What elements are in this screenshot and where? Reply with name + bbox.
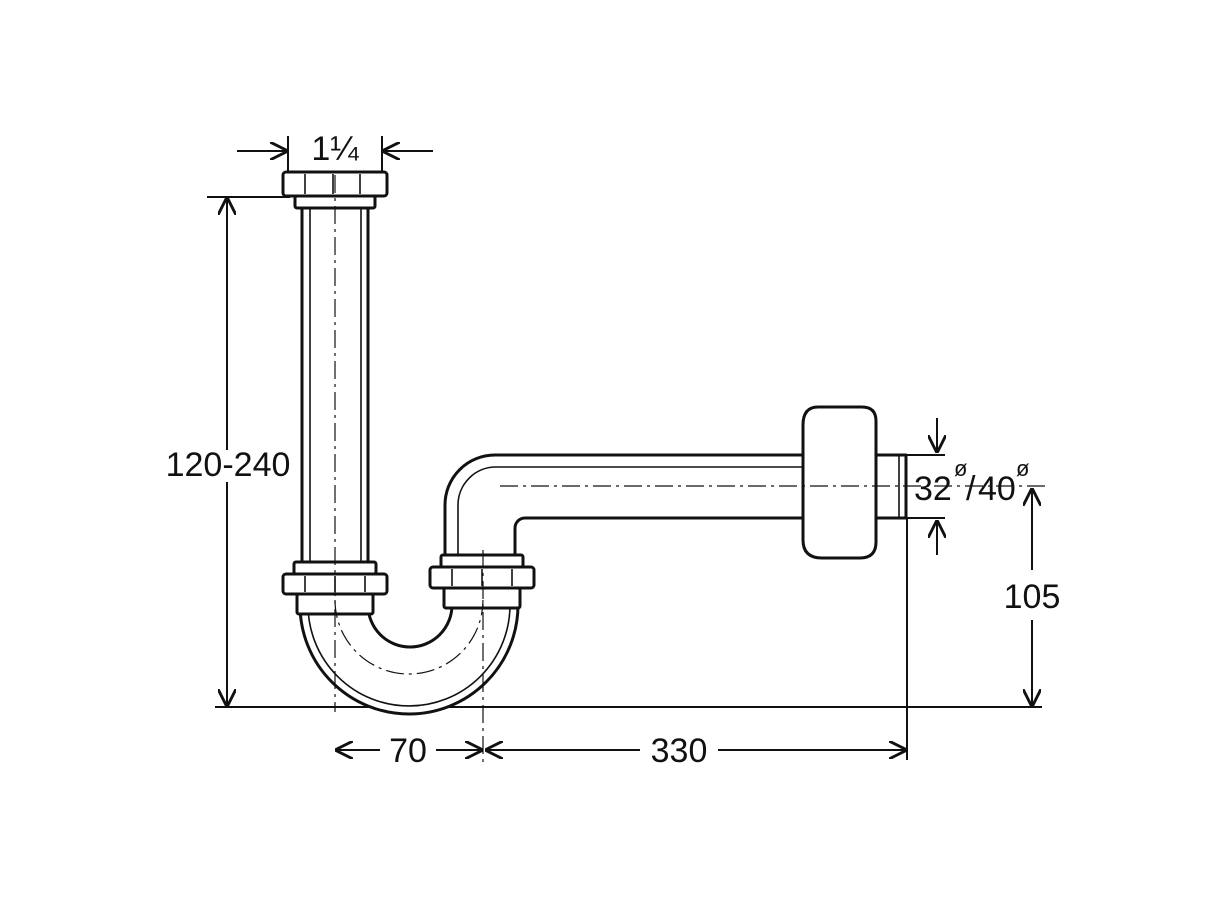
- dim-height-range: 120-240: [166, 197, 291, 707]
- top-inlet-nut: [281, 170, 389, 210]
- dim-offset: 70: [335, 732, 483, 770]
- centre-lines: [334, 175, 1045, 762]
- height-range-label: 120-240: [166, 446, 291, 484]
- diameter-symbol-1: ø: [954, 456, 967, 481]
- wall-rosette: [801, 405, 878, 560]
- offset-label: 70: [389, 732, 427, 770]
- outlet-diameter-alt-label: 40: [978, 470, 1016, 508]
- outlet-diameter-label: 32: [914, 470, 952, 508]
- dim-length: 330: [485, 732, 907, 770]
- diameter-symbol-2: ø: [1016, 456, 1029, 481]
- u-bend-trap: [298, 593, 520, 716]
- trap-right-nut: [428, 553, 536, 610]
- outlet-arm: [443, 453, 807, 557]
- dim-inlet-size: 1¼: [237, 130, 433, 172]
- dim-outlet-height: 105: [1004, 488, 1061, 707]
- inlet-size-label: 1¼: [311, 130, 359, 168]
- outlet-height-label: 105: [1004, 578, 1061, 616]
- length-label: 330: [651, 732, 708, 770]
- dim-outlet-diameter: 32 ø / 40 ø: [905, 418, 1029, 555]
- diameter-slash: /: [966, 470, 976, 508]
